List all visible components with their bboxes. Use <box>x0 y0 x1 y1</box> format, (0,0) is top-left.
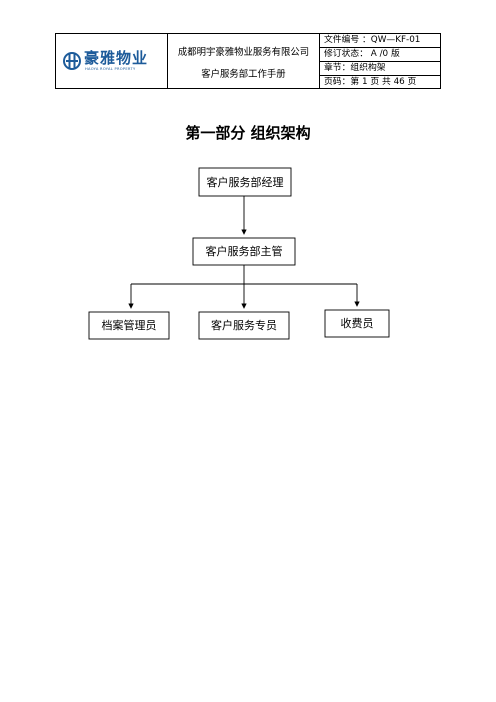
manager-label: 客户服务部经理 <box>207 175 284 189</box>
supervisor-box <box>192 237 296 266</box>
doc-info-cell: 文件编号 ：QW—KF-01 修订状态： A /0 版 章节：组织构架 页码：第… <box>320 34 440 88</box>
cashier-label: 收费员 <box>341 316 374 330</box>
cashier-box <box>324 309 390 338</box>
revision-status: 修订状态： A /0 版 <box>320 48 440 62</box>
company-name: 成都明宇豪雅物业服务有限公司 <box>177 47 310 58</box>
section-title: 第一部分 组织架构 <box>185 124 311 142</box>
company-cell: 成都明宇豪雅物业服务有限公司 客户服务部工作手册 <box>168 34 320 88</box>
manual-name: 客户服务部工作手册 <box>201 69 286 80</box>
logo-cell: 豪雅物业 HAOYA ROYAL PROPERTY <box>56 34 168 88</box>
logo-subtext: HAOYA ROYAL PROPERTY <box>85 67 136 71</box>
chapter: 章节：组织构架 <box>320 62 440 76</box>
supervisor-label: 客户服务部主管 <box>206 244 283 258</box>
service-specialist-box <box>198 311 290 340</box>
doc-number: 文件编号 ：QW—KF-01 <box>320 34 440 48</box>
document-header: 豪雅物业 HAOYA ROYAL PROPERTY 成都明宇豪雅物业服务有限公司… <box>55 33 441 89</box>
service-specialist-label: 客户服务专员 <box>211 318 277 332</box>
archivist-box <box>88 311 170 340</box>
manager-box <box>198 167 292 197</box>
page-number: 页码：第 1 页 共 46 页 <box>324 77 417 87</box>
company-logo-icon <box>63 52 81 70</box>
archivist-label: 档案管理员 <box>102 318 157 332</box>
logo-text: 豪雅物业 <box>84 49 149 67</box>
